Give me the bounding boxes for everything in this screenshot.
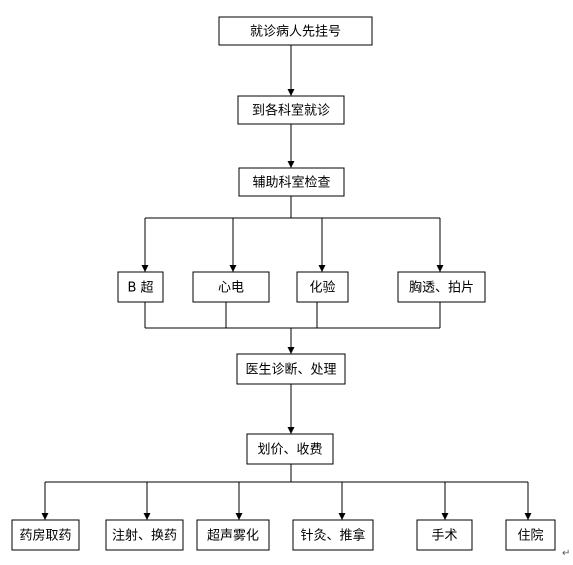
node-billing-label: 划价、收费 (257, 443, 322, 458)
node-lab-label: 化验 (309, 280, 335, 296)
node-pharmacy-label: 药房取药 (19, 528, 71, 544)
node-lab: 化验 (296, 271, 349, 303)
node-injection: 注射、换药 (105, 519, 184, 551)
node-acupuncture: 针灸、推拿 (292, 519, 374, 551)
node-nebulizer: 超声雾化 (196, 519, 270, 551)
node-hospitalization-label: 住院 (517, 529, 543, 544)
paragraph-mark: ↵ (562, 548, 570, 559)
node-ecg-label: 心电 (218, 281, 244, 296)
node-b-ultra-label: B 超 (127, 281, 153, 296)
node-surgery: 手术 (416, 519, 473, 551)
node-billing: 划价、收费 (246, 433, 334, 465)
node-dept-visit: 到各科室就诊 (237, 95, 345, 125)
node-hospitalization: 住院 (505, 519, 556, 551)
node-b-ultra: B 超 (117, 271, 164, 303)
node-register: 就诊病人先挂号 (218, 16, 373, 46)
node-dept-visit-label: 到各科室就诊 (252, 103, 330, 119)
node-nebulizer-label: 超声雾化 (207, 529, 259, 544)
node-aux-exam-label: 辅助科室检查 (252, 175, 330, 191)
node-aux-exam: 辅助科室检查 (238, 167, 345, 197)
node-ecg: 心电 (192, 271, 270, 303)
node-xray: 胸透、拍片 (397, 271, 486, 303)
node-xray-label: 胸透、拍片 (409, 281, 474, 296)
node-injection-label: 注射、换药 (112, 528, 177, 544)
node-surgery-label: 手术 (431, 529, 457, 544)
node-acupuncture-label: 针灸、推拿 (300, 528, 365, 544)
node-register-label: 就诊病人先挂号 (250, 25, 341, 40)
node-pharmacy: 药房取药 (11, 519, 80, 551)
node-diagnosis: 医生诊断、处理 (236, 353, 346, 385)
node-diagnosis-label: 医生诊断、处理 (245, 363, 336, 378)
